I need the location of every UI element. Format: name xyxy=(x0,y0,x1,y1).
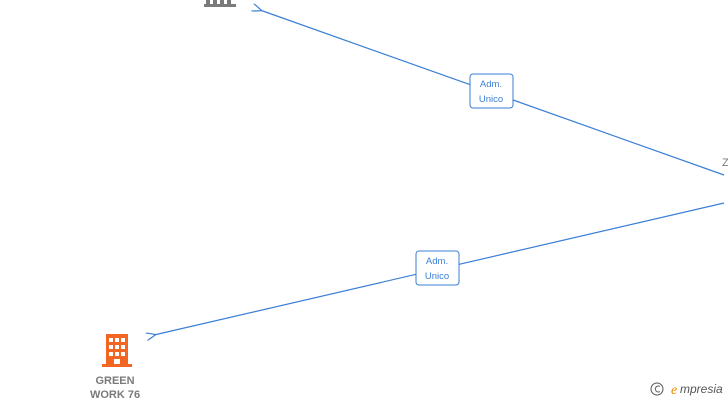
edge-bottom-label[interactable]: Adm. Unico xyxy=(415,250,460,286)
edge-bottom-label-line1: Adm. xyxy=(426,256,448,267)
building-icon xyxy=(204,0,236,7)
person-node-label[interactable]: Z xyxy=(722,157,728,169)
top-company-node[interactable] xyxy=(204,0,236,7)
green-work-76-node[interactable]: GREEN WORK 76 xyxy=(90,334,140,400)
building-icon xyxy=(102,334,132,367)
empresia-logo-initial: e xyxy=(671,383,677,398)
green-work-76-label-line2: WORK 76 xyxy=(90,389,140,400)
copyright-icon xyxy=(650,382,664,396)
green-work-76-label-line1: GREEN xyxy=(95,375,134,387)
edge-top-label[interactable]: Adm. Unico xyxy=(469,73,514,109)
empresia-watermark: e mpresia xyxy=(650,382,723,398)
edge-top-label-line2: Unico xyxy=(479,94,503,105)
empresia-logo-text: mpresia xyxy=(680,382,723,396)
edge-bottom-label-line2: Unico xyxy=(425,271,449,282)
edge-top-label-line1: Adm. xyxy=(480,79,502,90)
